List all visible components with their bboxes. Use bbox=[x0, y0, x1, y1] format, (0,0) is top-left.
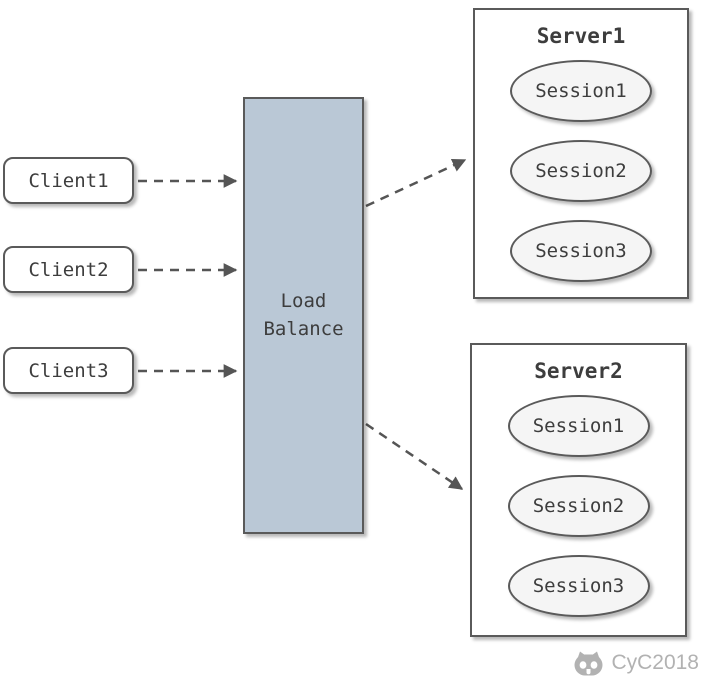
server2-sessions: Session1 Session2 Session3 bbox=[472, 395, 685, 617]
arrow-load-balancer-to-server2 bbox=[365, 422, 464, 491]
server2-session1-node: Session1 bbox=[507, 395, 650, 457]
load-balancer-node: Load Balance bbox=[243, 97, 364, 534]
server2-session2-label: Session2 bbox=[532, 495, 625, 517]
server2-session1-label: Session1 bbox=[532, 415, 625, 437]
client2-node: Client2 bbox=[3, 246, 134, 293]
client1-node: Client1 bbox=[3, 157, 134, 204]
client2-label: Client2 bbox=[28, 258, 109, 281]
server1-session3-node: Session3 bbox=[510, 220, 652, 282]
watermark: CyC2018 bbox=[572, 648, 699, 677]
client1-label: Client1 bbox=[28, 169, 109, 192]
server2-session3-label: Session3 bbox=[532, 575, 625, 597]
arrow-load-balancer-to-server1 bbox=[365, 158, 467, 208]
client3-label: Client3 bbox=[28, 359, 109, 382]
server1-node: Server1 Session1 Session2 Session3 bbox=[473, 8, 689, 299]
server2-session3-node: Session3 bbox=[507, 555, 650, 617]
client3-node: Client3 bbox=[3, 347, 134, 394]
server1-session1-label: Session1 bbox=[535, 80, 627, 102]
load-balancer-label: Load Balance bbox=[263, 289, 344, 340]
github-icon bbox=[574, 651, 603, 676]
server2-session2-node: Session2 bbox=[507, 475, 650, 537]
server1-sessions: Session1 Session2 Session3 bbox=[475, 60, 687, 282]
server1-title: Server1 bbox=[536, 24, 626, 48]
server1-session2-label: Session2 bbox=[535, 160, 627, 182]
server2-title: Server2 bbox=[534, 359, 623, 383]
server1-session3-label: Session3 bbox=[535, 240, 627, 262]
watermark-text: CyC2018 bbox=[611, 650, 699, 674]
server1-session1-node: Session1 bbox=[510, 60, 652, 122]
server1-session2-node: Session2 bbox=[510, 140, 652, 202]
server2-node: Server2 Session1 Session2 Session3 bbox=[470, 343, 687, 637]
